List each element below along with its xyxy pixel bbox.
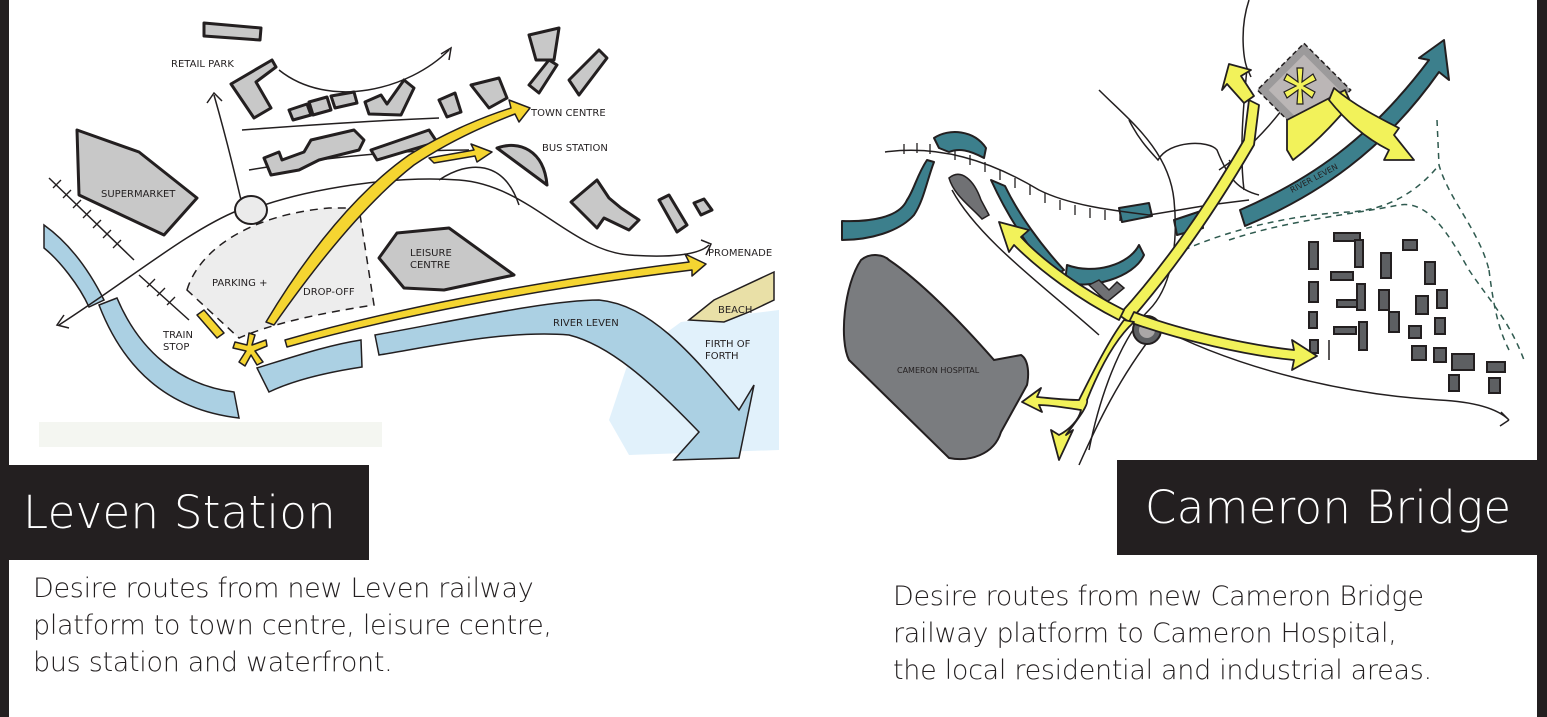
- label-bus-station: BUS STATION: [542, 143, 608, 154]
- panel-title-text: Leven Station: [23, 486, 336, 539]
- river-segment-southwest: [98, 297, 240, 419]
- caption-line: Desire routes from new Leven railway: [33, 573, 534, 604]
- route-to-promenade: [284, 253, 707, 348]
- desire-routes: [998, 63, 1415, 461]
- route-to-hospital-junction: [1118, 99, 1260, 323]
- caption-cameron-bridge: Desire routes from new Cameron Bridge ra…: [893, 578, 1533, 689]
- residential-blocks: [1308, 232, 1506, 394]
- road-arrows: [55, 46, 713, 329]
- label-firth-1: FIRTH OF: [705, 339, 751, 350]
- route-to-town-centre: [265, 99, 531, 326]
- panel-title-cameron-bridge: Cameron Bridge: [1117, 460, 1537, 555]
- river-leven: [374, 299, 755, 461]
- label-supermarket: SUPERMARKET: [101, 189, 176, 200]
- label-beach: BEACH: [718, 305, 752, 316]
- route-to-north-arrow: [1221, 63, 1255, 104]
- label-retail-park: RETAIL PARK: [171, 59, 234, 70]
- caption-line: platform to town centre, leisure centre,: [33, 610, 552, 641]
- label-train-stop-2: STOP: [163, 342, 189, 353]
- roundabout: [234, 195, 268, 225]
- cameron-bridge-map: RIVER LEVEN CAMERON HOSPITAL: [841, 0, 1525, 466]
- railway-line: [48, 177, 190, 321]
- train-stop-platform: [196, 309, 225, 339]
- station-star-icon: [232, 332, 268, 367]
- caption-line: the local residential and industrial are…: [893, 655, 1432, 686]
- panel-title-text: Cameron Bridge: [1145, 481, 1512, 534]
- label-leisure-centre-2: CENTRE: [410, 260, 450, 271]
- caption-line: railway platform to Cameron Hospital,: [893, 618, 1397, 649]
- label-train-stop-1: TRAIN: [162, 330, 193, 341]
- route-to-west: [998, 221, 1125, 321]
- route-to-hospital: [1021, 319, 1135, 461]
- frame-left-border: [0, 0, 9, 717]
- railway-ticks: [52, 179, 176, 306]
- desire-routes: [196, 99, 707, 367]
- label-town-centre: TOWN CENTRE: [530, 108, 606, 119]
- route-to-residential: [1128, 311, 1318, 371]
- river-segment-west: [43, 223, 106, 308]
- frame-right-border: [1537, 0, 1547, 717]
- map-caption-strip: [39, 422, 382, 447]
- route-to-bus-station: [428, 143, 493, 164]
- label-promenade: PROMENADE: [708, 248, 772, 259]
- label-cameron-hospital: CAMERON HOSPITAL: [897, 366, 980, 375]
- river-segment-central: [255, 339, 363, 393]
- label-drop-off: DROP-OFF: [303, 287, 355, 298]
- dashed-paths: [1183, 119, 1525, 361]
- label-parking: PARKING +: [212, 278, 267, 289]
- label-leisure-centre-1: LEISURE: [410, 248, 452, 259]
- beach-area: [687, 270, 775, 323]
- caption-line: bus station and waterfront.: [33, 647, 393, 678]
- station-star-icon: [1283, 67, 1317, 105]
- route-to-industrial: [1328, 87, 1415, 161]
- panel-title-leven-station: Leven Station: [9, 465, 369, 560]
- caption-leven-station: Desire routes from new Leven railway pla…: [33, 570, 753, 681]
- cameron-hospital-building: [842, 254, 1030, 460]
- leven-station-map: RETAIL PARK TOWN CENTRE BUS STATION SUPE…: [39, 21, 779, 461]
- label-firth-2: FORTH: [705, 351, 738, 362]
- caption-line: Desire routes from new Cameron Bridge: [893, 581, 1424, 612]
- roads: [58, 49, 710, 326]
- buildings: [75, 21, 714, 292]
- label-river-leven: RIVER LEVEN: [553, 318, 619, 329]
